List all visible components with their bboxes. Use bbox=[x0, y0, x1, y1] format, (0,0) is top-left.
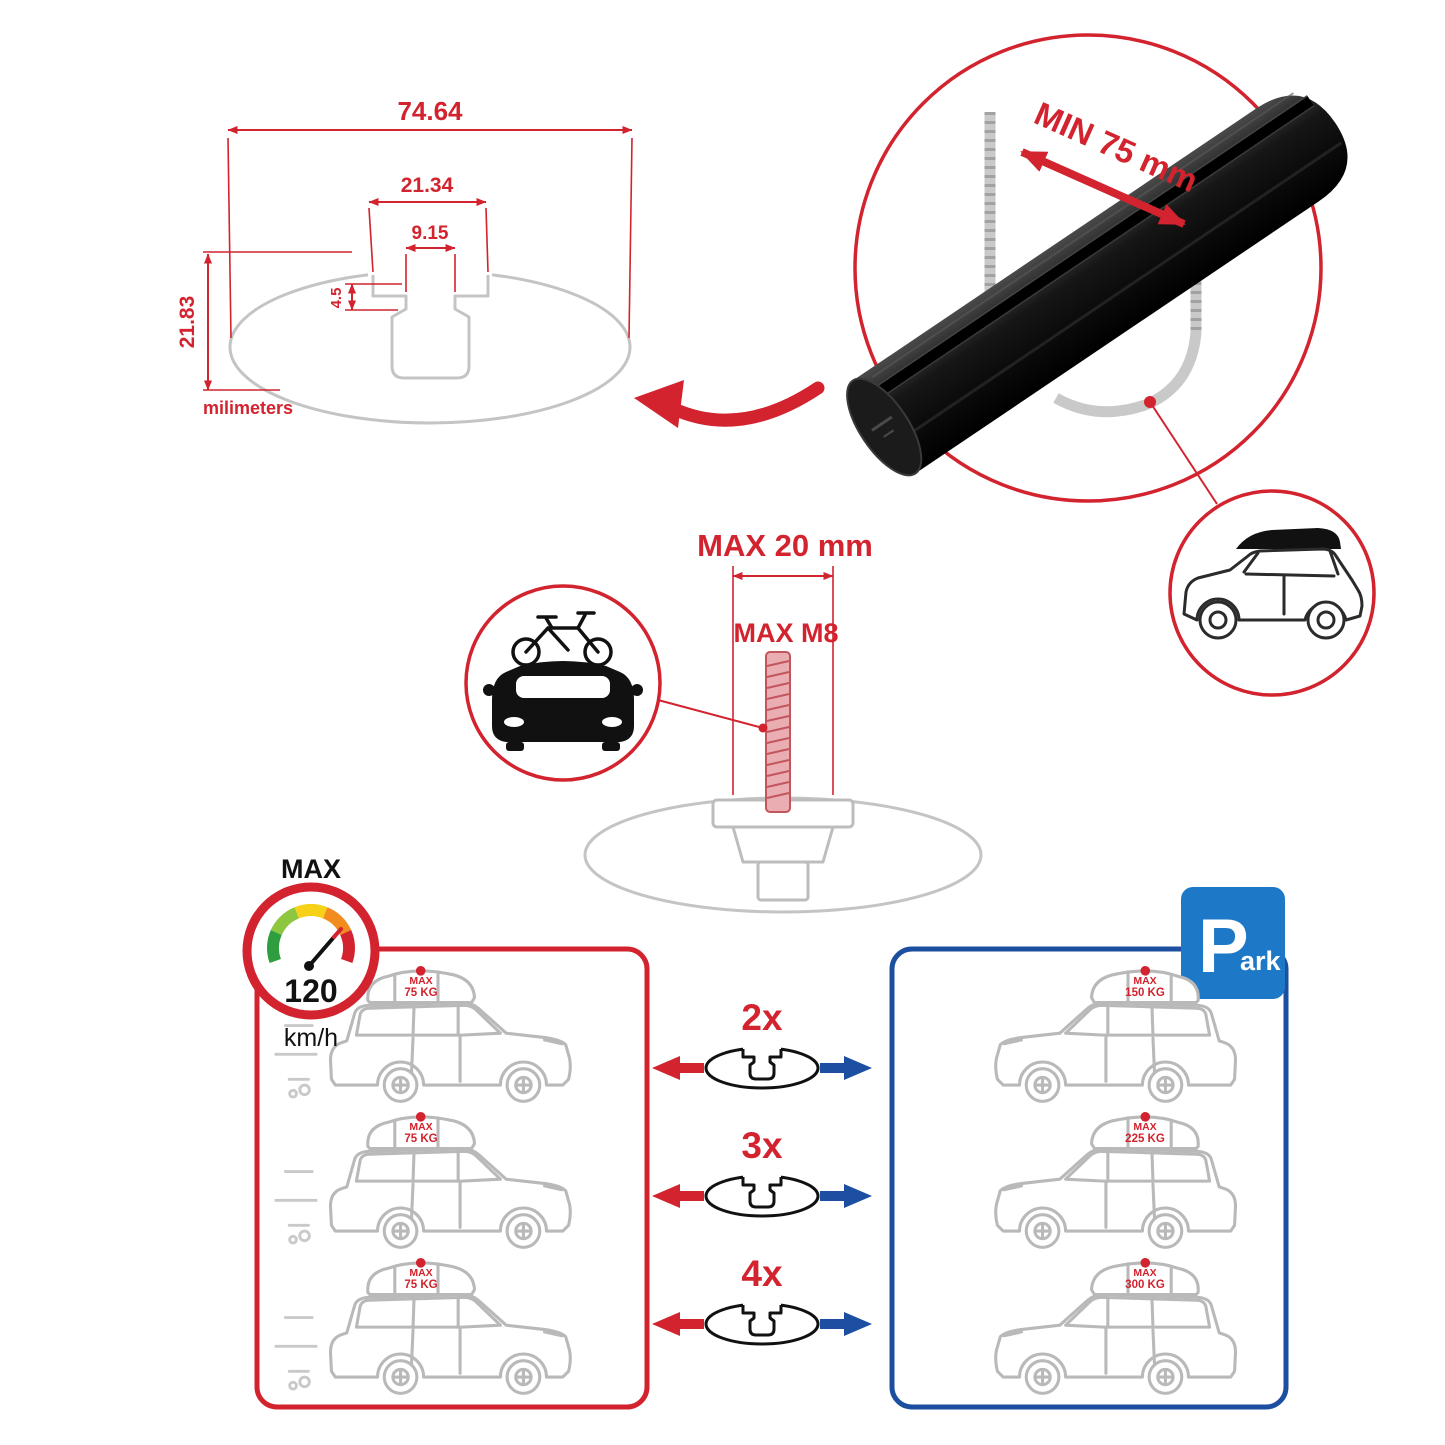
cargo-load-label: 300 KG bbox=[1125, 1279, 1165, 1291]
cross-section-diagram: 74.64 21.34 9.15 4.5 21.83 milimeters bbox=[176, 96, 633, 425]
dim-slot-width: 9.15 bbox=[412, 223, 449, 244]
speed-value: 120 bbox=[284, 973, 337, 1009]
dim-height: 21.83 bbox=[176, 296, 199, 349]
car-with-bike-icon bbox=[483, 611, 643, 751]
parked-car-2: MAX 225 KG bbox=[994, 1110, 1238, 1249]
multiplier-row-3: 4x bbox=[652, 1253, 872, 1346]
bolt-max-length-label: MAX 20 mm bbox=[697, 528, 873, 563]
cargo-load-label: 75 KG bbox=[404, 1133, 437, 1145]
gauge-needle bbox=[307, 935, 336, 968]
cargo-max-label: MAX bbox=[1133, 975, 1156, 987]
dim-total-width: 74.64 bbox=[397, 96, 463, 126]
dim-lip-depth: 4.5 bbox=[328, 288, 345, 309]
t-nut-icon bbox=[711, 798, 855, 902]
cargo-load-label: 150 KG bbox=[1125, 987, 1165, 999]
right-arrow-icon bbox=[844, 1184, 872, 1208]
crossbar-section-icon bbox=[704, 1170, 820, 1218]
cargo-load-label: 75 KG bbox=[404, 1279, 437, 1291]
suv-roofbox-circle bbox=[1168, 489, 1376, 697]
min-spacing-arrow bbox=[1020, 148, 1186, 228]
right-arrow-icon bbox=[844, 1312, 872, 1336]
driving-car-2: MAX 75 KG bbox=[274, 1110, 572, 1249]
left-arrow-icon bbox=[652, 1312, 680, 1336]
speed-limit-gauge: MAX 120 km/h bbox=[242, 854, 380, 1052]
car-bike-circle bbox=[464, 584, 768, 782]
parked-car-3: MAX 300 KG bbox=[994, 1256, 1238, 1395]
dim-channel-width: 21.34 bbox=[401, 174, 454, 197]
dimension-lines bbox=[203, 126, 633, 391]
right-arrow-icon bbox=[844, 1056, 872, 1080]
park-sign-letter: P bbox=[1198, 904, 1249, 989]
cargo-max-label: MAX bbox=[409, 975, 432, 987]
bolt-icon bbox=[765, 651, 791, 813]
crossbar-section-icon bbox=[704, 1298, 820, 1346]
speed-unit: km/h bbox=[284, 1024, 338, 1052]
crossbar-section-icon bbox=[704, 1042, 820, 1090]
multiplier-row-1: 2x bbox=[652, 997, 872, 1090]
cargo-max-label: MAX bbox=[409, 1267, 432, 1279]
connector-line-to-bolt bbox=[657, 699, 764, 729]
units-label: milimeters bbox=[203, 398, 293, 418]
multiplier-row-2: 3x bbox=[652, 1125, 872, 1218]
multiplier-label: 4x bbox=[741, 1253, 783, 1294]
driving-car-1: MAX 75 KG bbox=[274, 964, 572, 1103]
crossbar-3d-icon bbox=[846, 92, 1348, 477]
park-sign-suffix: ark bbox=[1240, 946, 1282, 976]
pointer-arrow-to-drawing bbox=[634, 380, 825, 428]
park-sign: P ark bbox=[1181, 887, 1285, 999]
left-arrow-icon bbox=[652, 1184, 680, 1208]
cargo-load-label: 225 KG bbox=[1125, 1133, 1165, 1145]
bolt-diagram: MAX 20 mm MAX M8 bbox=[583, 528, 983, 914]
suv-with-roofbox-icon bbox=[1182, 528, 1364, 640]
cargo-max-label: MAX bbox=[1133, 1121, 1156, 1133]
connector-line-to-suv bbox=[1149, 401, 1218, 505]
speed-max-label: MAX bbox=[281, 854, 341, 884]
driving-car-3: MAX 75 KG bbox=[274, 1256, 572, 1395]
cargo-max-label: MAX bbox=[1133, 1267, 1156, 1279]
left-arrow-icon bbox=[652, 1056, 680, 1080]
multiplier-label: 3x bbox=[741, 1125, 783, 1166]
bolt-max-thread-label: MAX M8 bbox=[733, 618, 838, 648]
bolt-dimension-lines bbox=[732, 566, 834, 795]
cargo-load-label: 75 KG bbox=[404, 987, 437, 999]
multiplier-label: 2x bbox=[741, 997, 783, 1038]
parked-car-1: MAX 150 KG bbox=[994, 964, 1238, 1103]
crossbar-detail-circle: MIN 75 mm bbox=[846, 33, 1348, 505]
t-slot-channel-outline bbox=[371, 275, 490, 380]
cargo-max-label: MAX bbox=[409, 1121, 432, 1133]
